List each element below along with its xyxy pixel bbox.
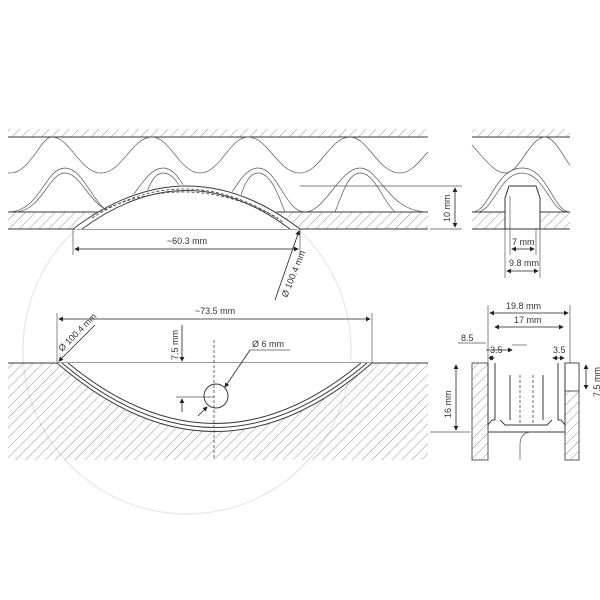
label-slot-outer-top: 9.8 mm	[509, 258, 539, 268]
bottom-cross-section: 19.8 mm 17 mm 8.5 3.5 3.5 7.5 mm	[458, 301, 600, 461]
label-chord-top: ~60.3 mm	[167, 236, 207, 246]
dimension-diameter-top	[274, 230, 300, 301]
bottom-side-view: ~73.5 mm Ø 100.4 mm 7.5 mm Ø 6 mm 16 mm	[8, 306, 470, 460]
label-half-width: 8.5	[461, 333, 474, 343]
label-wall-left: 3.5	[490, 345, 503, 355]
label-width-outer: 19.8 mm	[506, 301, 541, 311]
label-wall-right: 3.5	[553, 345, 566, 355]
biscuit-dashed-2	[91, 188, 284, 223]
label-width-inner: 17 mm	[514, 315, 542, 325]
groove-outline	[56, 362, 373, 432]
top-surface-hatch	[8, 129, 428, 137]
biscuit-inner-line	[81, 190, 291, 230]
label-offset-bottom: 7.5 mm	[170, 330, 180, 360]
label-depth-bottom: 16 mm	[443, 390, 453, 418]
label-diameter-bottom: Ø 100.4 mm	[56, 311, 98, 353]
label-chord-bottom: ~73.5 mm	[195, 306, 235, 316]
biscuit-outline	[72, 185, 301, 230]
biscuit-dashed-1	[94, 191, 279, 219]
upper-wave	[7, 136, 429, 174]
lower-wave-inner	[13, 172, 396, 213]
dowel-hole	[203, 383, 229, 409]
label-slot-inner-top: 7 mm	[512, 237, 535, 247]
label-side-height: 7.5 mm	[592, 367, 600, 397]
label-height-top: 10 mm	[442, 194, 452, 222]
top-side-view: ~60.3 mm Ø 100.4 mm 10 mm	[7, 129, 462, 515]
label-hole-diameter: Ø 6 mm	[252, 339, 284, 349]
top-cross-section: 7 mm 9.8 mm	[471, 129, 571, 278]
